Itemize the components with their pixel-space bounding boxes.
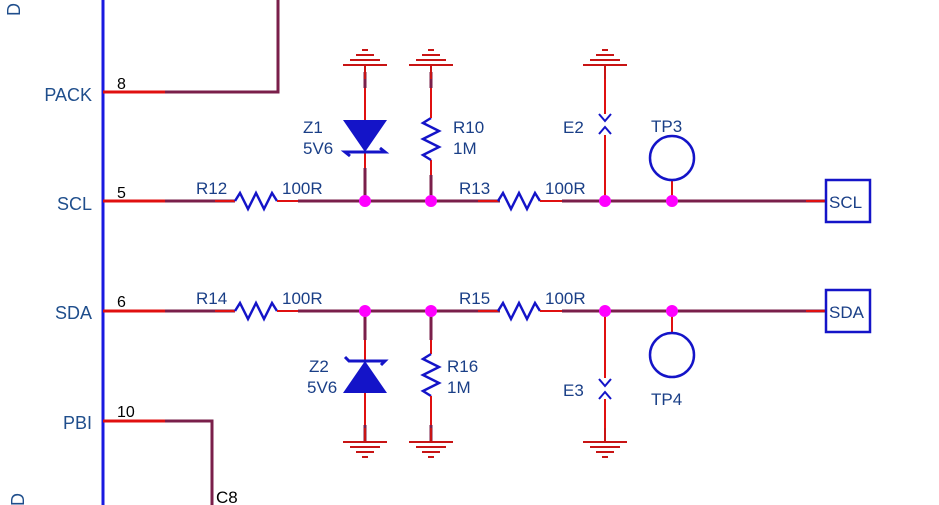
resistor-r14	[233, 300, 279, 322]
spark-gap-e3-upper	[598, 378, 612, 388]
label-r13-ref: R13	[459, 179, 490, 198]
resistor-r10	[420, 116, 442, 162]
pin-number-scl: 5	[117, 185, 126, 202]
spark-gap-e2-lower	[598, 125, 612, 135]
label-r13-value: 100R	[545, 179, 586, 198]
connector-partial-bottom: D	[8, 493, 28, 505]
port-scl	[824, 178, 872, 224]
junction	[599, 195, 611, 207]
port-scl-label: SCL	[829, 193, 862, 212]
ground-e3	[582, 427, 628, 458]
label-r16-ref: R16	[447, 357, 478, 376]
label-z2-value: 5V6	[307, 378, 337, 397]
pin-name-scl: SCL	[57, 194, 92, 214]
resistor-r16	[420, 352, 442, 398]
junction	[425, 305, 437, 317]
spark-gap-e3-lower	[598, 390, 612, 400]
pin-number-pack: 8	[117, 76, 126, 93]
label-r15-ref: R15	[459, 289, 490, 308]
label-r10-ref: R10	[453, 118, 484, 137]
label-z2-ref: Z2	[309, 357, 329, 376]
ground-e2	[582, 49, 628, 80]
junction	[599, 305, 611, 317]
label-tp4-ref: TP4	[651, 390, 682, 409]
junction	[425, 195, 437, 207]
pin-name-sda: SDA	[55, 303, 92, 323]
label-tp3-ref: TP3	[651, 117, 682, 136]
pin-number-sda: 6	[117, 294, 126, 311]
label-e2-ref: E2	[563, 118, 584, 137]
label-c8: C8	[216, 488, 238, 505]
zener-z1	[343, 120, 387, 152]
junction	[666, 305, 678, 317]
ground-z1	[342, 49, 388, 80]
pin-name-pack: PACK	[44, 85, 92, 105]
junction	[359, 305, 371, 317]
spark-gap-e2-upper	[598, 113, 612, 123]
label-r15-value: 100R	[545, 289, 586, 308]
label-z1-ref: Z1	[303, 118, 323, 137]
resistor-r13	[496, 190, 542, 212]
label-r14-ref: R14	[196, 289, 227, 308]
ground-r10	[408, 49, 454, 80]
label-r12-ref: R12	[196, 179, 227, 198]
resistor-r12	[233, 190, 279, 212]
testpoint-tp3	[648, 134, 696, 182]
resistor-r15	[496, 300, 542, 322]
ground-z2	[342, 427, 388, 458]
junction	[359, 195, 371, 207]
label-r14-value: 100R	[282, 289, 323, 308]
label-z1-value: 5V6	[303, 139, 333, 158]
connector-partial-top: D	[4, 3, 24, 16]
label-r12-value: 100R	[282, 179, 323, 198]
net-pack	[165, 0, 280, 94]
label-e3-ref: E3	[563, 381, 584, 400]
junction	[666, 195, 678, 207]
zener-z2-bar	[343, 355, 389, 367]
port-sda-label: SDA	[829, 303, 865, 322]
label-r10-value: 1M	[453, 139, 477, 158]
port-sda	[824, 288, 872, 334]
pin-number-pbi: 10	[117, 404, 135, 421]
net-pbi	[165, 419, 214, 505]
pin-name-pbi: PBI	[63, 413, 92, 433]
zener-z2	[343, 361, 387, 393]
testpoint-tp4	[648, 331, 696, 379]
label-r16-value: 1M	[447, 378, 471, 397]
zener-z1-bar	[340, 146, 390, 158]
ground-r16	[408, 427, 454, 458]
